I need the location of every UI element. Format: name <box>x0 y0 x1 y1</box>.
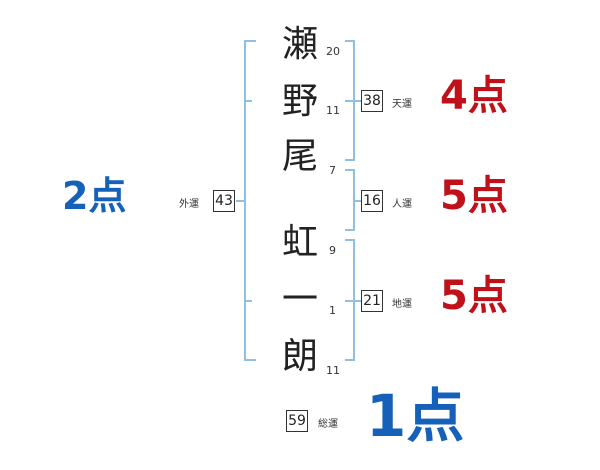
stroke-count-2: 11 <box>326 104 340 117</box>
jinun-label: 人運 <box>392 199 412 210</box>
stroke-count-4: 9 <box>329 244 336 257</box>
name-char-1: 瀬 <box>281 24 318 65</box>
stroke-count-5: 1 <box>329 304 336 317</box>
jinun-score: 5点 <box>440 173 508 219</box>
chiun-value: 21 <box>361 290 383 312</box>
stroke-count-3: 7 <box>329 164 336 177</box>
stroke-count-6: 11 <box>326 364 340 377</box>
tenun-score: 4点 <box>440 73 508 119</box>
souun-value: 59 <box>286 410 308 432</box>
name-char-2: 野 <box>281 81 318 122</box>
gaiun-score: 2点 <box>62 174 127 218</box>
name-char-4: 虹 <box>281 222 318 263</box>
souun-label: 総運 <box>318 419 338 430</box>
gaiun-value: 43 <box>213 190 235 212</box>
name-char-3: 尾 <box>281 136 318 177</box>
tenun-value: 38 <box>361 90 383 112</box>
chiun-label: 地運 <box>392 299 412 310</box>
name-char-5: 一 <box>281 279 318 320</box>
souun-score: 1点 <box>366 382 465 450</box>
name-char-6: 朗 <box>281 336 318 377</box>
gaiun-label: 外運 <box>179 199 199 210</box>
stroke-count-1: 20 <box>326 45 340 58</box>
jinun-value: 16 <box>361 190 383 212</box>
chiun-score: 5点 <box>440 273 508 319</box>
tenun-label: 天運 <box>392 99 412 110</box>
